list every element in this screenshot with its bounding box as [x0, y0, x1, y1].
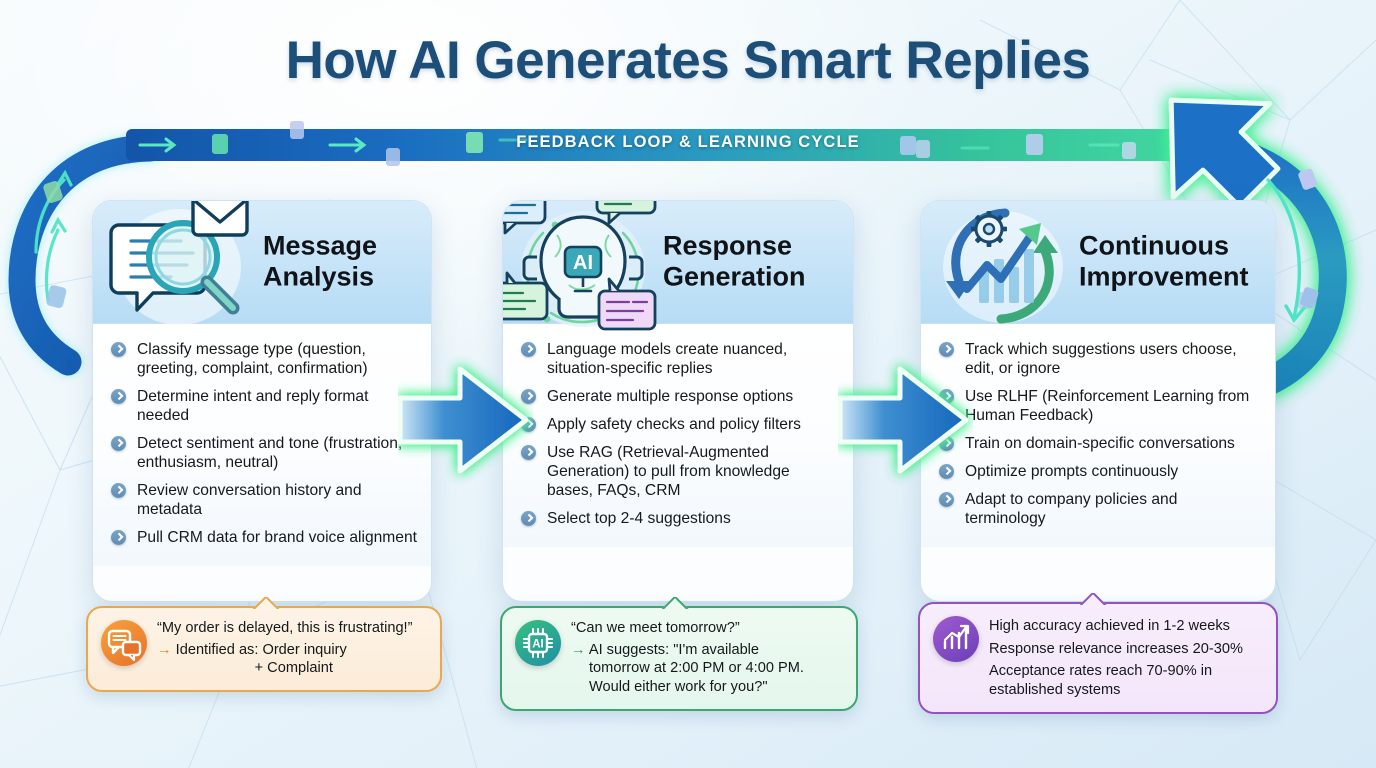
page-title: How AI Generates Smart Replies — [285, 31, 1091, 90]
bullet-list: Language models create nuanced, situatio… — [517, 340, 839, 528]
callout-stat-2: Response relevance increases 20-30% — [989, 640, 1243, 657]
list-item: Generate multiple response options — [517, 387, 839, 406]
list-item-label: Determine intent and reply format needed — [137, 388, 369, 425]
card-header: AI — [503, 201, 853, 331]
bar-chart-growth-icon — [933, 616, 979, 662]
example-callout-continuous-improvement: High accuracy achieved in 1-2 weeks Resp… — [918, 602, 1278, 714]
list-item-label: Detect sentiment and tone (frustration, … — [137, 435, 403, 472]
svg-text:AI: AI — [573, 252, 593, 274]
step-card-response-generation: AI — [502, 200, 854, 602]
ai-robot-head-icon: AI — [503, 201, 669, 349]
list-item: Apply safety checks and policy filters — [517, 415, 839, 434]
card-body: Classify message type (question, greetin… — [93, 324, 431, 567]
list-item-label: Train on domain-specific conversations — [965, 435, 1235, 453]
chevron-right-icon — [111, 342, 126, 357]
callout-stat-1: High accuracy achieved in 1-2 weeks — [989, 618, 1230, 634]
card-title-line2: Generation — [663, 262, 806, 292]
list-item: Use RLHF (Reinforcement Learning from Hu… — [935, 387, 1261, 425]
bullet-list: Track which suggestions users choose, ed… — [935, 340, 1261, 528]
result-arrow-icon: → — [571, 641, 586, 658]
chevron-right-icon — [111, 530, 126, 546]
ai-chip-icon: AI — [515, 620, 561, 666]
chevron-right-icon — [111, 389, 126, 405]
list-item-label: Use RLHF (Reinforcement Learning from Hu… — [965, 388, 1250, 425]
feedback-loop-label: FEEDBACK LOOP & LEARNING CYCLE — [516, 133, 860, 151]
list-item: Optimize prompts continuously — [935, 462, 1261, 481]
chevron-right-icon — [521, 511, 536, 527]
card-title-line1: Response — [663, 230, 793, 261]
cycle-gear-growth-chart-icon — [927, 201, 1087, 343]
list-item-label: Language models create nuanced, situatio… — [547, 341, 788, 378]
example-callout-message-analysis: “My order is delayed, this is frustratin… — [86, 606, 442, 693]
chevron-right-icon — [939, 389, 954, 405]
list-item: Language models create nuanced, situatio… — [517, 340, 839, 378]
callout-result-line2: tomorrow at 2:00 PM or 4:00 PM. — [589, 660, 804, 677]
list-item-label: Apply safety checks and policy filters — [547, 416, 801, 434]
list-item: Classify message type (question, greetin… — [107, 340, 417, 378]
card-title: Message Analysis — [263, 231, 377, 294]
chevron-right-icon — [939, 342, 954, 357]
list-item-label: Adapt to company policies and terminolog… — [965, 491, 1178, 528]
callout-notch — [662, 597, 692, 609]
chevron-right-icon — [939, 492, 954, 508]
callout-result-line3: Would either work for you?" — [589, 679, 768, 696]
list-item-label: Review conversation history and metadata — [137, 482, 362, 519]
list-item: Determine intent and reply format needed — [107, 387, 417, 425]
list-item: Pull CRM data for brand voice alignment — [107, 528, 417, 547]
chevron-right-icon — [521, 445, 536, 461]
list-item-label: Select top 2-4 suggestions — [547, 510, 731, 528]
callout-text: “My order is delayed, this is frustratin… — [157, 608, 426, 690]
list-item-label: Optimize prompts continuously — [965, 463, 1179, 481]
step-card-continuous-improvement: Continuous Improvement Track which sugge… — [920, 200, 1276, 602]
callout-text: High accuracy achieved in 1-2 weeks Resp… — [989, 604, 1276, 712]
example-callout-response-generation: AI “Can we meet tomorrow?” → AI suggests… — [500, 606, 858, 711]
card-header: Continuous Improvement — [921, 201, 1275, 324]
card-title-line1: Continuous — [1079, 230, 1229, 261]
callout-quote: “My order is delayed, this is frustratin… — [157, 620, 413, 636]
list-item: Detect sentiment and tone (frustration, … — [107, 434, 417, 472]
callout-result-line1: Identified as: Order inquiry — [175, 641, 347, 658]
svg-text:AI: AI — [532, 639, 544, 651]
callout-result-line2: + Complaint — [254, 660, 333, 677]
chevron-right-icon — [521, 417, 536, 433]
list-item: Use RAG (Retrieval-Augmented Generation)… — [517, 443, 839, 500]
chat-bubbles-icon — [101, 620, 147, 666]
card-title: Response Generation — [663, 231, 806, 294]
list-item-label: Track which suggestions users choose, ed… — [965, 341, 1237, 378]
chevron-right-icon — [939, 436, 954, 452]
card-title-line2: Improvement — [1079, 262, 1249, 292]
chevron-right-icon — [111, 436, 126, 452]
list-item: Review conversation history and metadata — [107, 481, 417, 519]
step-card-message-analysis: Message Analysis Classify message type (… — [92, 200, 432, 602]
card-title-line2: Analysis — [263, 262, 375, 292]
callout-notch — [1080, 593, 1110, 605]
list-item-label: Generate multiple response options — [547, 388, 794, 406]
message-magnifier-envelope-icon — [101, 201, 261, 344]
list-item: Adapt to company policies and terminolog… — [935, 490, 1261, 528]
bullet-list: Classify message type (question, greetin… — [107, 340, 417, 547]
callout-quote: “Can we meet tomorrow?” — [571, 620, 740, 636]
chevron-right-icon — [521, 389, 536, 405]
result-arrow-icon: → — [157, 641, 172, 658]
list-item: Track which suggestions users choose, ed… — [935, 340, 1261, 378]
chevron-right-icon — [521, 342, 536, 357]
callout-stat-3: Acceptance rates reach 70-90% in establi… — [989, 663, 1213, 699]
card-title-line1: Message — [263, 230, 378, 261]
callout-notch — [253, 597, 283, 609]
callout-text: “Can we meet tomorrow?” → AI suggests: "… — [571, 608, 818, 709]
list-item: Select top 2-4 suggestions — [517, 509, 839, 528]
card-body: Track which suggestions users choose, ed… — [921, 324, 1275, 548]
card-header: Message Analysis — [93, 201, 431, 325]
card-title: Continuous Improvement — [1079, 231, 1249, 294]
chevron-right-icon — [939, 464, 954, 480]
card-body: Language models create nuanced, situatio… — [503, 324, 853, 548]
chevron-right-icon — [111, 483, 126, 499]
list-item-label: Use RAG (Retrieval-Augmented Generation)… — [547, 444, 790, 500]
list-item-label: Pull CRM data for brand voice alignment — [137, 529, 417, 547]
list-item-label: Classify message type (question, greetin… — [137, 341, 368, 378]
callout-result-line1: AI suggests: "I'm available — [588, 641, 760, 658]
list-item: Train on domain-specific conversations — [935, 434, 1261, 453]
